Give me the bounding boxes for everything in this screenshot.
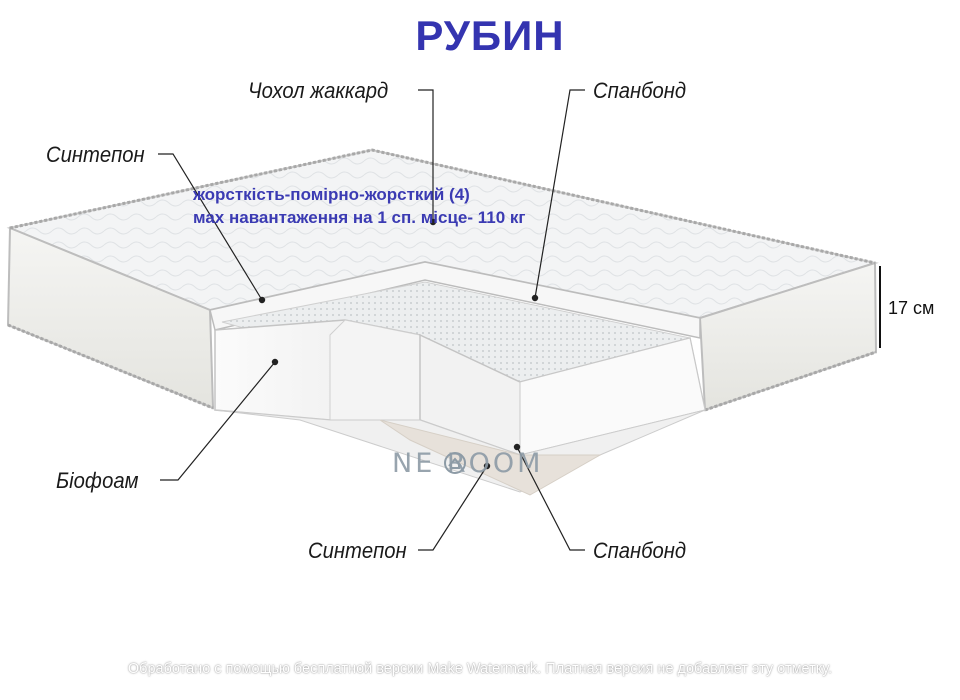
bottom-piping-left — [7, 323, 214, 410]
leader-sintepon-bottom — [418, 465, 488, 551]
max-load-spec: мах навантаження на 1 сп. місце- 110 кг — [193, 208, 526, 227]
brand-logo-mark — [444, 452, 466, 474]
brand-logo: NE ROOM — [392, 448, 544, 479]
leader-spunbond-top — [534, 89, 585, 299]
label-spunbond-bottom: Спанбонд — [593, 538, 687, 563]
label-sintepon-bottom: Синтепон — [308, 538, 407, 563]
firmness-spec: жорсткість-помірно-жорсткий (4) — [193, 185, 470, 204]
leader-sintepon-top — [158, 153, 263, 301]
top-piping — [9, 148, 876, 265]
label-sintepon-top: Синтепон — [46, 142, 145, 167]
biofoam-step — [329, 319, 421, 421]
leader-cover — [418, 89, 434, 222]
leader-spunbond-bottom — [516, 446, 585, 551]
leader-biofoam — [160, 361, 276, 481]
leader-lines — [158, 89, 585, 551]
label-cover-jacquard: Чохол жаккард — [248, 78, 389, 103]
height-label: 17 см — [888, 298, 935, 318]
bottom-piping-right — [704, 350, 877, 412]
label-biofoam: Біофоам — [56, 468, 139, 493]
watermark-text: Обработано с помощью бесплатной версии M… — [127, 661, 833, 677]
bottom-spunbond-layer — [379, 419, 602, 496]
label-spunbond-top: Спанбонд — [593, 78, 687, 103]
page-title: РУБИН — [415, 12, 565, 59]
